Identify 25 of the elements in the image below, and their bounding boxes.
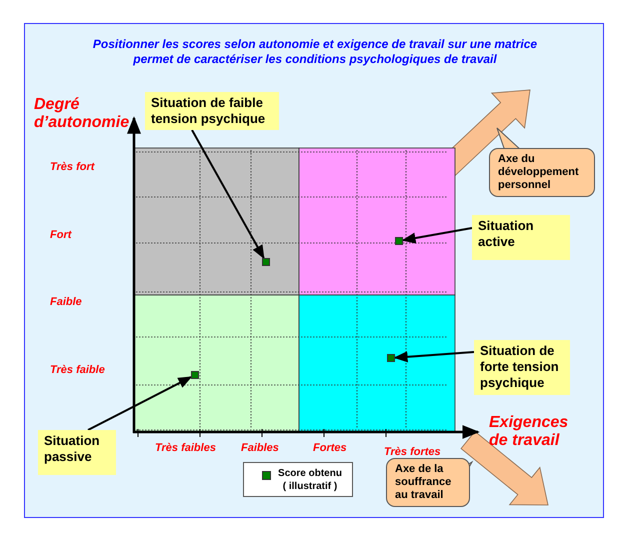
score-marker [387, 354, 395, 362]
axis-title: Exigences de travail [489, 414, 570, 450]
axis-label: Très fortes [384, 446, 441, 458]
axis-title: Degré d’autonomie [34, 96, 130, 132]
title: Positionner les scores selon autonomie et exigence de travail sur une matrice permet de caractériser les conditions psychologiques de travail [92, 37, 538, 67]
axis-label: Très faibles [155, 442, 216, 454]
arrow [402, 227, 472, 244]
legend-text: Score obtenu ( illustratif ) [277, 467, 343, 493]
note-box: Situation active [472, 215, 570, 260]
arrow [88, 376, 192, 431]
axis-label: Fortes [313, 442, 347, 454]
note-box: Situation de faible tension psychique [145, 92, 279, 130]
score-marker [262, 258, 270, 266]
axis-label: Faibles [241, 442, 279, 454]
axis-label: Très faible [50, 364, 105, 376]
score-marker [395, 237, 403, 245]
note-box: Situation passive [38, 430, 116, 475]
note-box: Situation de forte tension psychique [474, 340, 570, 395]
axis-label: Fort [50, 229, 72, 241]
arrow [394, 351, 474, 362]
axis-label: Très fort [50, 161, 94, 173]
score-marker [191, 371, 199, 379]
arrow [191, 130, 265, 260]
speech-bubble: Axe de la souffrance au travail [386, 458, 470, 507]
axis-label: Faible [50, 296, 82, 308]
